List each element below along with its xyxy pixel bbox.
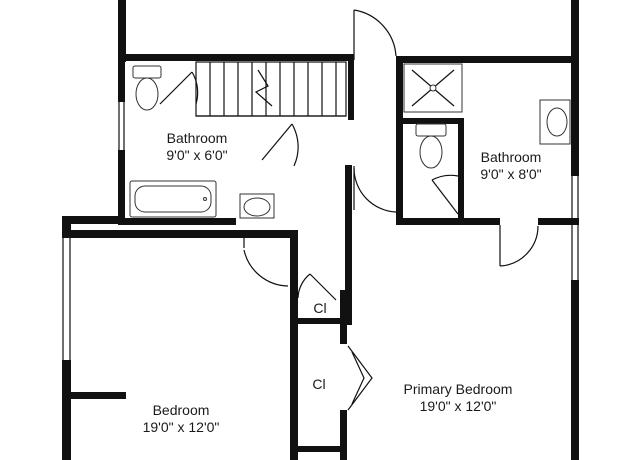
room-name: Cl	[313, 300, 327, 316]
room-label-primary-bedroom: Primary Bedroom 19'0" x 12'0"	[404, 381, 513, 415]
room-size: 9'0" x 6'0"	[166, 147, 228, 163]
toilet-icon	[132, 65, 162, 111]
room-size: 9'0" x 8'0"	[480, 166, 542, 182]
toilet-icon	[415, 123, 447, 169]
stairs	[195, 61, 347, 117]
room-name: Bathroom	[166, 130, 228, 146]
room-name: Bathroom	[480, 149, 542, 165]
room-size: 19'0" x 12'0"	[419, 398, 497, 414]
room-label-bathroom-right: Bathroom 9'0" x 8'0"	[480, 149, 541, 183]
room-size: 19'0" x 12'0"	[142, 419, 220, 435]
bathtub-icon	[129, 180, 217, 218]
walls	[62, 0, 579, 460]
room-name: Cl	[312, 376, 326, 392]
room-name: Bedroom	[152, 402, 210, 418]
room-label-closet-middle: Cl	[312, 376, 325, 393]
sink-icon	[539, 99, 571, 145]
room-name: Primary Bedroom	[403, 381, 513, 397]
sink-icon	[239, 193, 275, 219]
room-label-bedroom: Bedroom 19'0" x 12'0"	[143, 402, 220, 436]
room-label-bathroom-left: Bathroom 9'0" x 6'0"	[166, 130, 227, 164]
windows	[62, 102, 579, 360]
shower-icon	[403, 63, 463, 113]
fixtures	[129, 63, 571, 219]
door-swings	[159, 9, 539, 411]
room-label-closet-top: Cl	[313, 300, 326, 317]
